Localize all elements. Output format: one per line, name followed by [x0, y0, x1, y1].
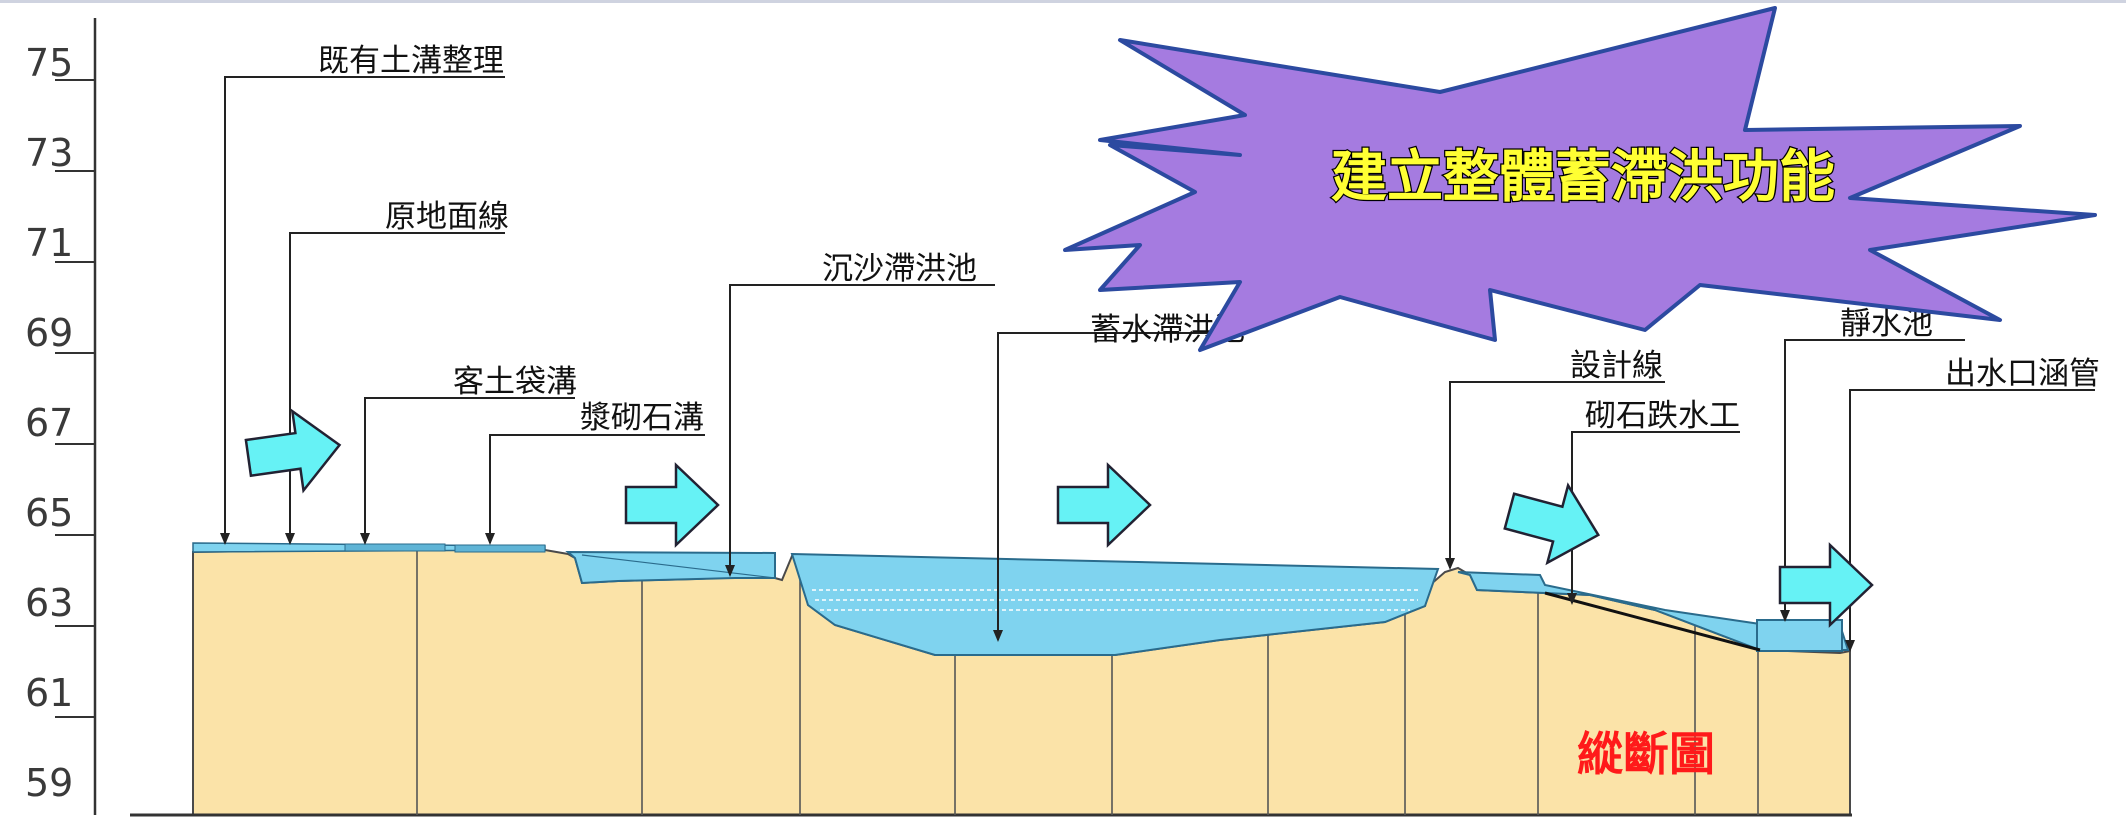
tick-label-61: 61 [25, 671, 73, 715]
starburst-icon: 建立整體蓄滯洪功能 [1063, 6, 2097, 352]
callout-soil-bag-ditch: 客土袋溝 [453, 364, 577, 400]
callout-arrowheads [220, 533, 1855, 652]
flow-arrow-icon [1503, 482, 1601, 566]
top-strip [0, 0, 2126, 3]
flow-arrow-icon [624, 462, 720, 548]
callout-outlet-culvert: 出水口涵管 [1945, 356, 2100, 392]
tick-label-67: 67 [25, 401, 73, 445]
stilling-basin [1756, 619, 1843, 652]
retention-pond [790, 552, 1440, 656]
tick-label-69: 69 [25, 311, 73, 355]
callout-masonry-ditch: 漿砌石溝 [580, 400, 704, 436]
elevation-axis: 75 73 71 69 67 65 63 61 59 [25, 18, 97, 815]
tick-label-71: 71 [25, 221, 73, 265]
tick-label-59: 59 [25, 761, 73, 805]
tick-label-73: 73 [25, 131, 73, 175]
callout-drop-structure: 砌石跌水工 [1585, 398, 1740, 434]
burst-label: 建立整體蓄滯洪功能 [1331, 145, 1835, 210]
callout-sediment-pond: 沉沙滯洪池 [822, 251, 977, 287]
retention-pond-rows [812, 589, 1420, 611]
callout-original-ground: 原地面線 [385, 199, 509, 235]
upstream-ditch [192, 542, 546, 553]
callout-existing-ditch: 既有土溝整理 [318, 43, 504, 79]
tick-label-63: 63 [25, 581, 73, 625]
design-line [1544, 591, 1761, 652]
figure-title: 縱斷圖 [1577, 727, 1715, 781]
flow-arrow-icon [244, 408, 342, 494]
tick-label-75: 75 [25, 41, 73, 85]
tick-label-65: 65 [25, 491, 73, 535]
flow-arrow-icon [1056, 462, 1152, 548]
flow-arrows [244, 408, 1874, 628]
station-lines [416, 549, 1759, 815]
flow-arrow-icon [1778, 542, 1874, 628]
callout-design-line: 設計線 [1570, 348, 1663, 384]
